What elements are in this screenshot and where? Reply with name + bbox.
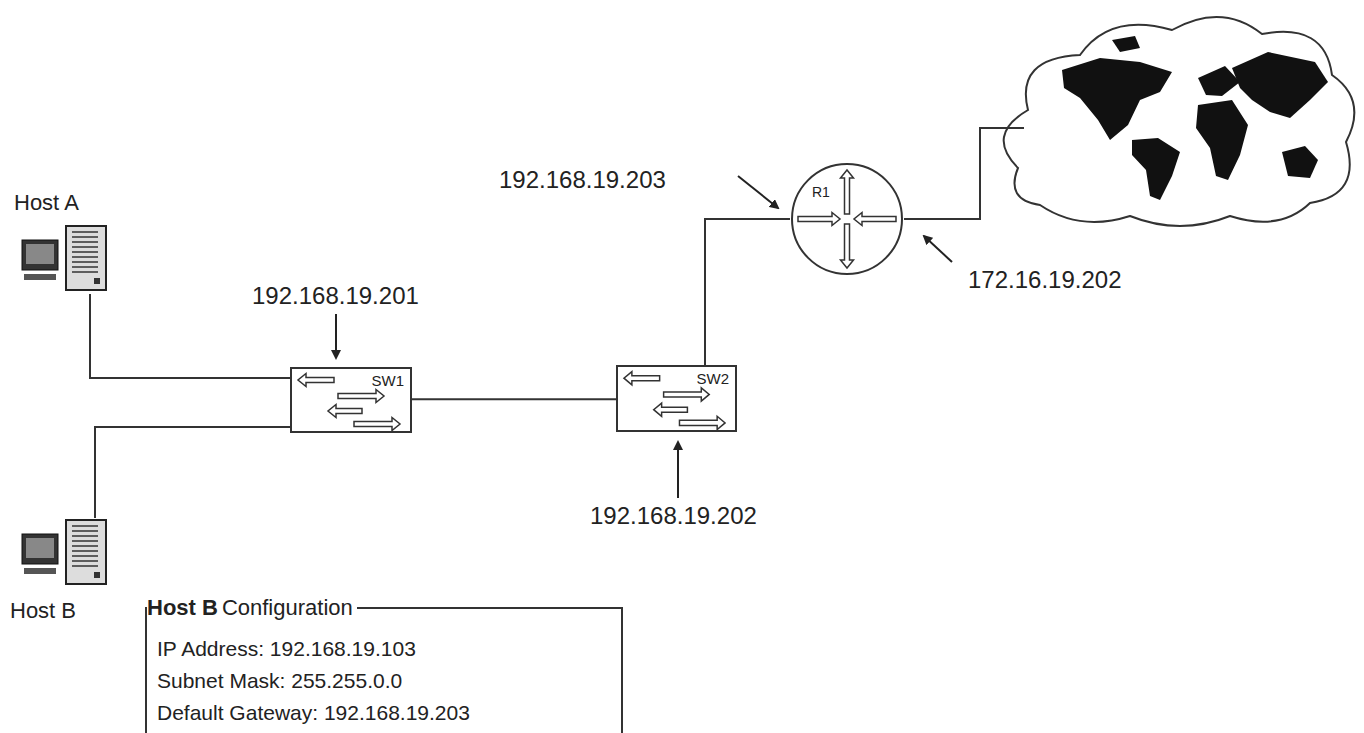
- ip-address-label: 192.168.19.203: [497, 166, 668, 194]
- network-link: [95, 427, 290, 518]
- switch-box: SW1: [290, 367, 412, 433]
- host-label: Host A: [14, 190, 79, 216]
- ip-address-label: 172.16.19.202: [966, 266, 1123, 294]
- switch-box: SW2: [616, 365, 737, 432]
- wan-link: [904, 128, 1024, 219]
- ip-address-label: 192.168.19.202: [588, 502, 759, 530]
- switch-name: SW2: [696, 370, 729, 387]
- network-link: [705, 219, 790, 365]
- config-line: Default Gateway: 192.168.19.203: [157, 701, 470, 725]
- leader-arrow: [335, 314, 337, 358]
- internet-cloud: [1004, 17, 1355, 226]
- host-label: Host B: [10, 598, 76, 624]
- config-line: Subnet Mask: 255.255.0.0: [157, 669, 402, 693]
- router-circle: R1: [790, 162, 904, 276]
- leader-arrow: [738, 176, 778, 208]
- network-link: [412, 398, 616, 400]
- leader-arrow: [924, 236, 952, 262]
- config-box: Host BConfigurationIP Address: 192.168.1…: [145, 607, 623, 733]
- router-symbol: [790, 162, 904, 276]
- host-node: Host B: [8, 518, 118, 626]
- host-icon: [20, 224, 112, 292]
- host-icon: [20, 518, 112, 586]
- ip-address-label: 192.168.19.201: [250, 282, 421, 310]
- config-heading: Configuration: [222, 595, 357, 621]
- leader-arrow: [677, 442, 679, 498]
- config-heading: Host B: [147, 595, 223, 621]
- router-name: R1: [812, 184, 830, 200]
- host-node: Host A: [14, 190, 114, 294]
- switch-name: SW1: [371, 372, 404, 389]
- config-line: IP Address: 192.168.19.103: [157, 637, 416, 661]
